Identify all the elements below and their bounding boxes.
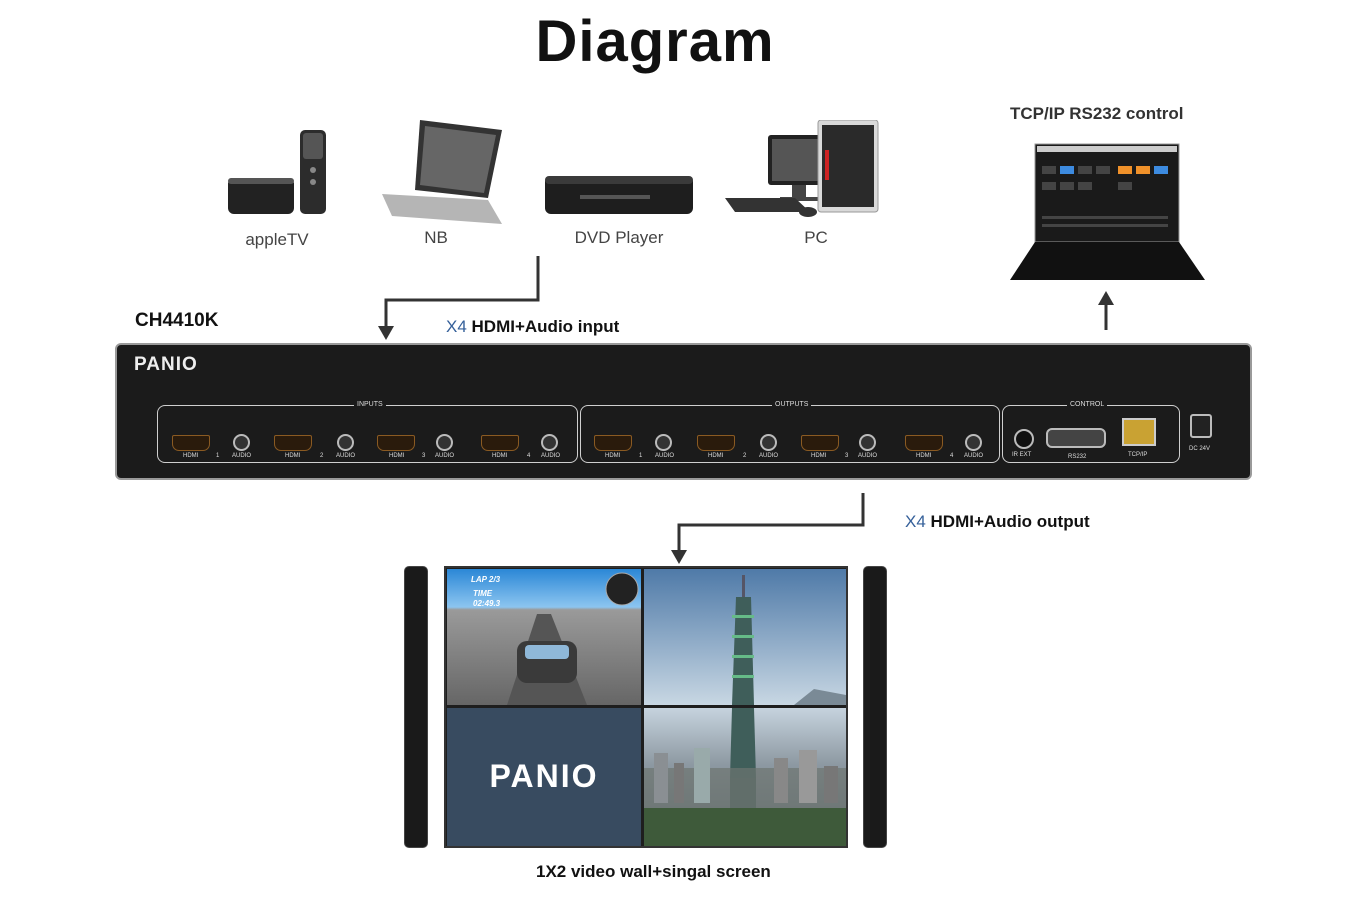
- output-text: HDMI+Audio output: [930, 512, 1090, 531]
- screen-city-top-quadrant: [644, 569, 846, 705]
- port-number: 4: [950, 453, 954, 459]
- port-label: HDMI: [492, 453, 508, 459]
- port-label: HDMI: [183, 453, 199, 459]
- rs232-label: RS232: [1068, 454, 1087, 460]
- tcpip-label: TCP/IP: [1128, 452, 1148, 458]
- port-number: 3: [422, 453, 426, 459]
- outputs-group: OUTPUTS: [580, 401, 1000, 463]
- input-hdmi-port-3[interactable]: [377, 435, 415, 451]
- input-audio-port-1[interactable]: [233, 434, 250, 451]
- laptop-icon: [382, 120, 502, 224]
- port-number: 3: [845, 453, 849, 459]
- tower-icon: [732, 575, 846, 705]
- output-audio-port-4[interactable]: [965, 434, 982, 451]
- source-devices: [228, 120, 879, 224]
- input-audio-port-3[interactable]: [436, 434, 453, 451]
- output-audio-port-2[interactable]: [760, 434, 777, 451]
- right-speaker: [863, 566, 887, 848]
- game-time: 02:49.3: [473, 599, 501, 608]
- port-number: 2: [743, 453, 747, 459]
- input-text: HDMI+Audio input: [471, 317, 620, 336]
- port-number: 4: [527, 453, 531, 459]
- game-time-label: TIME: [473, 589, 493, 598]
- input-audio-port-2[interactable]: [337, 434, 354, 451]
- output-audio-port-1[interactable]: [655, 434, 672, 451]
- page-title: Diagram: [535, 9, 775, 74]
- input-label: X4 HDMI+Audio input: [446, 317, 619, 337]
- race-car-icon: [507, 572, 639, 705]
- output-hdmi-port-3[interactable]: [801, 435, 839, 451]
- port-number: 1: [216, 453, 220, 459]
- port-label: HDMI: [708, 453, 724, 459]
- screen-brand-quadrant: PANIO: [447, 708, 641, 846]
- desktop-pc-icon: [725, 120, 879, 217]
- input-audio-port-4[interactable]: [541, 434, 558, 451]
- rs232-port[interactable]: [1046, 428, 1106, 448]
- control-group-title: CONTROL: [1067, 401, 1108, 408]
- control-laptop-icon: [1010, 143, 1205, 280]
- port-label: AUDIO: [435, 453, 455, 459]
- port-label: HDMI: [916, 453, 932, 459]
- video-wall-label: 1X2 video wall+singal screen: [536, 862, 771, 881]
- game-lap: LAP 2/3: [471, 575, 501, 584]
- control-group: CONTROL: [1002, 401, 1180, 463]
- output-count: X4: [905, 512, 926, 531]
- ir-ext-label: IR EXT: [1012, 452, 1032, 458]
- city-skyline-icon: [644, 708, 846, 846]
- input-hdmi-port-4[interactable]: [481, 435, 519, 451]
- matrix-device: [115, 343, 1252, 480]
- port-label: HDMI: [285, 453, 301, 459]
- source-label-dvd: DVD Player: [574, 228, 664, 247]
- input-hdmi-port-1[interactable]: [172, 435, 210, 451]
- output-hdmi-port-2[interactable]: [697, 435, 735, 451]
- left-speaker: [404, 566, 428, 848]
- outputs-group-title: OUTPUTS: [772, 401, 812, 408]
- apple-tv-icon: [228, 130, 326, 214]
- port-label: HDMI: [389, 453, 405, 459]
- screen-city-bottom-quadrant: [644, 708, 846, 846]
- screen-game-quadrant: LAP 2/3 TIME 02:49.3: [447, 569, 641, 705]
- input-hdmi-port-2[interactable]: [274, 435, 312, 451]
- output-label: X4 HDMI+Audio output: [905, 512, 1090, 532]
- source-label-pc: PC: [804, 228, 828, 247]
- port-label: AUDIO: [858, 453, 878, 459]
- inputs-group-title: INPUTS: [354, 401, 386, 408]
- output-hdmi-port-4[interactable]: [905, 435, 943, 451]
- input-count: X4: [446, 317, 467, 336]
- port-label: AUDIO: [336, 453, 356, 459]
- port-label: HDMI: [811, 453, 827, 459]
- ir-ext-port[interactable]: [1014, 429, 1034, 449]
- wall-brand-logo: PANIO: [489, 758, 599, 794]
- control-label: TCP/IP RS232 control: [1010, 104, 1184, 123]
- model-label: CH4410K: [135, 310, 219, 331]
- tcpip-port[interactable]: [1122, 418, 1156, 446]
- port-label: AUDIO: [964, 453, 984, 459]
- port-label: AUDIO: [655, 453, 675, 459]
- port-label: HDMI: [605, 453, 621, 459]
- output-hdmi-port-1[interactable]: [594, 435, 632, 451]
- device-brand-logo: PANIO: [134, 354, 198, 375]
- dc-power-label: DC 24V: [1189, 446, 1211, 452]
- inputs-group: INPUTS: [157, 401, 578, 463]
- dvd-player-icon: [545, 176, 693, 214]
- port-label: AUDIO: [759, 453, 779, 459]
- source-label-appletv: appleTV: [245, 230, 309, 249]
- port-label: AUDIO: [541, 453, 561, 459]
- port-number: 1: [639, 453, 643, 459]
- output-audio-port-3[interactable]: [859, 434, 876, 451]
- port-number: 2: [320, 453, 324, 459]
- dc-power-port[interactable]: [1190, 414, 1212, 438]
- port-label: AUDIO: [232, 453, 252, 459]
- source-label-nb: NB: [424, 228, 448, 247]
